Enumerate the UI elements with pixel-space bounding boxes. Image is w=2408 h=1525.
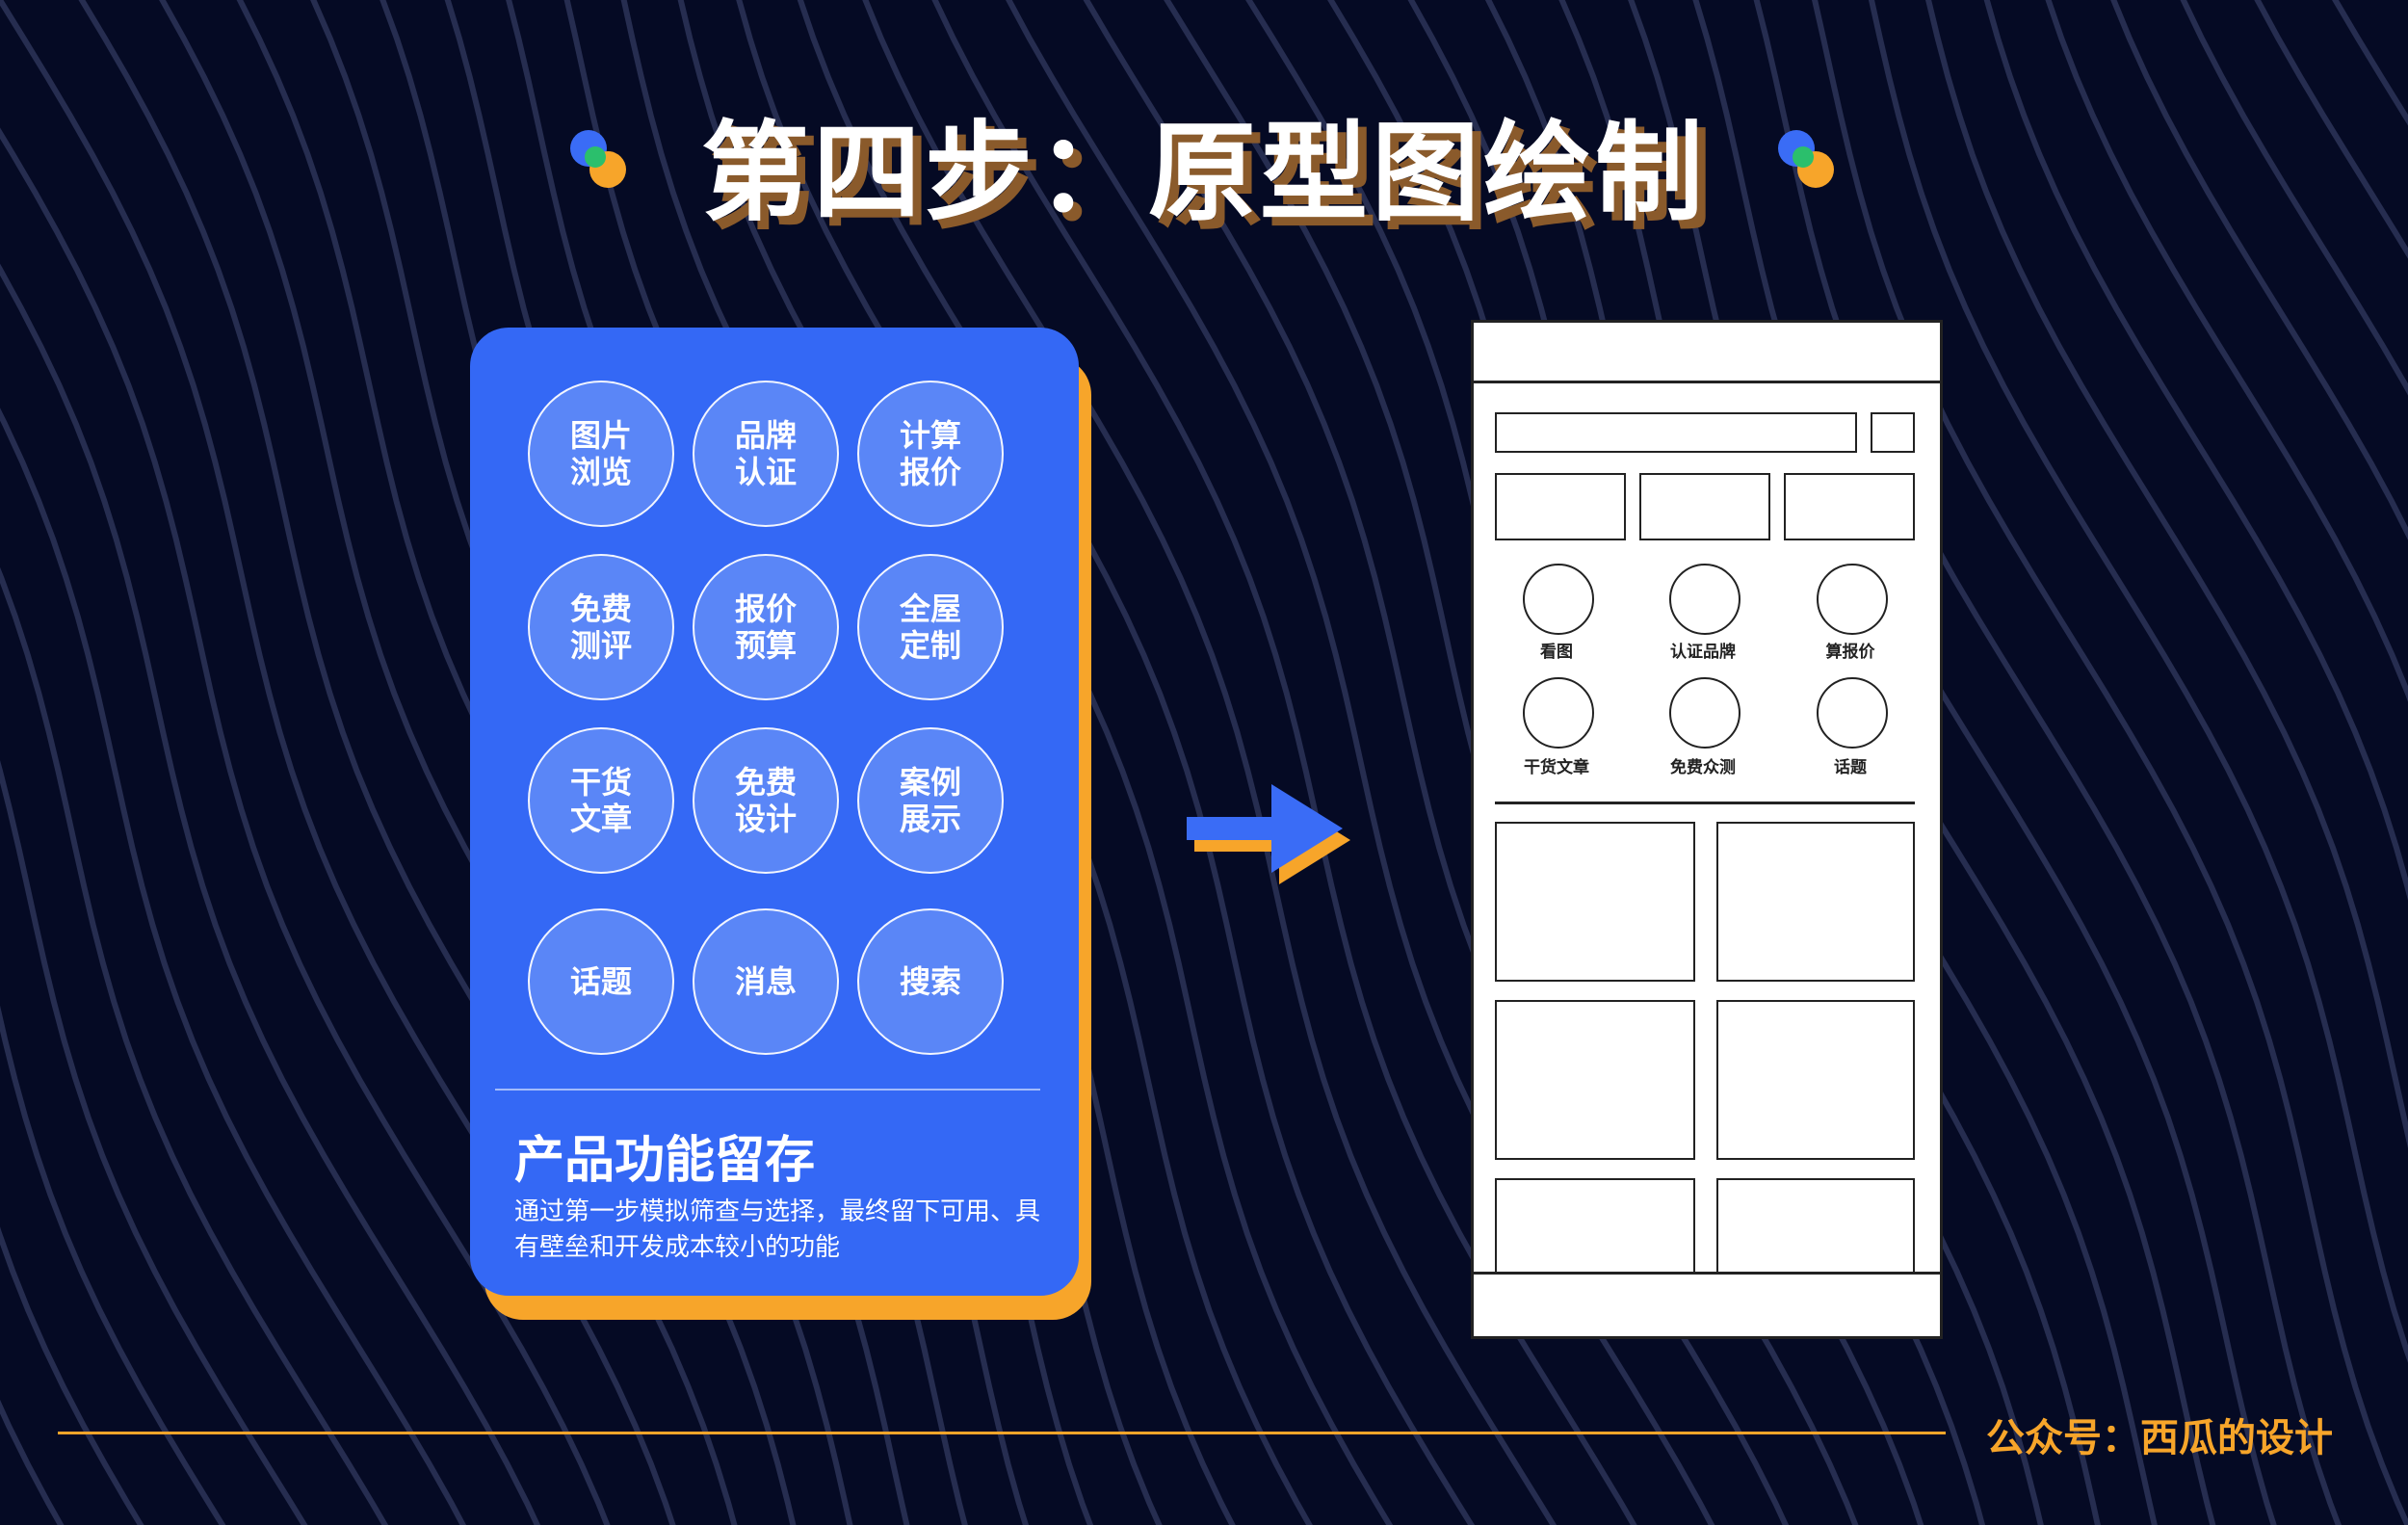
card-heading: 产品功能留存 bbox=[514, 1132, 816, 1190]
wf-section-divider bbox=[1495, 802, 1915, 804]
wf-search-button bbox=[1871, 412, 1915, 453]
feature-circle-articles: 干货文章 bbox=[528, 727, 674, 874]
feature-circle-free-review: 免费测评 bbox=[528, 554, 674, 700]
footer-line bbox=[58, 1432, 1946, 1434]
decor-dots-left-icon bbox=[566, 130, 634, 197]
feature-circle-search: 搜索 bbox=[857, 908, 1004, 1055]
card-description: 通过第一步模拟筛查与选择，最终留下可用、具有壁垒和开发成本较小的功能 bbox=[514, 1197, 1041, 1262]
wf-card-3 bbox=[1495, 1000, 1695, 1160]
feature-circle-free-design: 免费设计 bbox=[693, 727, 839, 874]
feature-circle-cases: 案例展示 bbox=[857, 727, 1004, 874]
footer-credit: 公众号：西瓜的设计 bbox=[1986, 1416, 2333, 1460]
wf-icon-label-5: 免费众测 bbox=[1670, 758, 1736, 777]
wf-card-5 bbox=[1495, 1178, 1695, 1288]
wf-icon-label-1: 看图 bbox=[1540, 643, 1573, 662]
wf-tabbar-divider bbox=[1474, 1272, 1940, 1275]
wf-tabbar bbox=[1474, 1275, 1940, 1330]
wf-icon-circle-6 bbox=[1817, 677, 1888, 749]
wf-icon-circle-4 bbox=[1523, 677, 1594, 749]
title-row: 第四步：原型图绘制 bbox=[0, 92, 2408, 236]
page-title: 第四步：原型图绘制 bbox=[701, 111, 1707, 236]
feature-circle-quote-budget: 报价预算 bbox=[693, 554, 839, 700]
wf-card-1 bbox=[1495, 822, 1695, 982]
wf-icon-circle-3 bbox=[1817, 564, 1888, 635]
wf-banner-2 bbox=[1639, 473, 1770, 540]
wf-icon-label-4: 干货文章 bbox=[1524, 758, 1589, 777]
feature-grid: 图片浏览 品牌认证 计算报价 免费测评 报价预算 全屋定制 干货文章 免费设计 … bbox=[528, 381, 1021, 1055]
feature-circle-image-browse: 图片浏览 bbox=[528, 381, 674, 527]
feature-circle-whole-house: 全屋定制 bbox=[857, 554, 1004, 700]
wf-icon-circle-1 bbox=[1523, 564, 1594, 635]
decor-dots-right-icon bbox=[1774, 130, 1842, 197]
wf-card-2 bbox=[1716, 822, 1915, 982]
wf-header-divider bbox=[1474, 381, 1940, 383]
wf-icon-label-2: 认证品牌 bbox=[1670, 643, 1736, 662]
wf-icon-circle-5 bbox=[1669, 677, 1741, 749]
feature-circle-brand-cert: 品牌认证 bbox=[693, 381, 839, 527]
feature-card: 图片浏览 品牌认证 计算报价 免费测评 报价预算 全屋定制 干货文章 免费设计 … bbox=[470, 328, 1079, 1296]
wf-banner-1 bbox=[1495, 473, 1626, 540]
wf-card-4 bbox=[1716, 1000, 1915, 1160]
feature-circle-quote-calc: 计算报价 bbox=[857, 381, 1004, 527]
arrow-right-icon bbox=[1187, 784, 1350, 884]
feature-circle-messages: 消息 bbox=[693, 908, 839, 1055]
wf-banner-3 bbox=[1784, 473, 1915, 540]
wf-search-bar bbox=[1495, 412, 1857, 453]
wf-icon-label-3: 算报价 bbox=[1825, 643, 1875, 662]
card-divider bbox=[495, 1089, 1040, 1091]
wf-icon-circle-2 bbox=[1669, 564, 1741, 635]
wf-icon-label-6: 话题 bbox=[1834, 758, 1867, 777]
feature-circle-topics: 话题 bbox=[528, 908, 674, 1055]
wireframe-phone: 看图 认证品牌 算报价 干货文章 免费众测 话题 bbox=[1471, 320, 1943, 1339]
